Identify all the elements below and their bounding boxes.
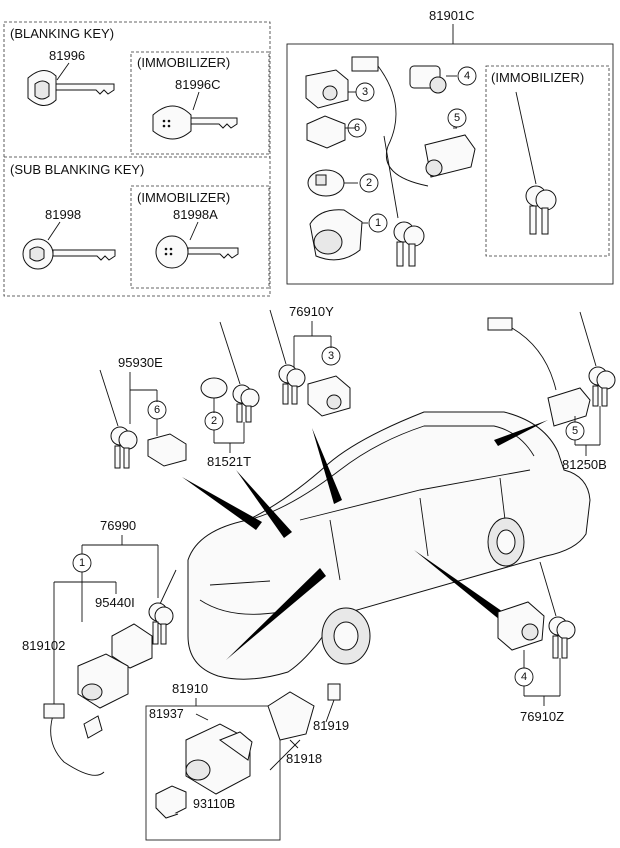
callout-1-a: 1 <box>368 213 388 233</box>
leader-wedge-1 <box>182 477 262 530</box>
svg-text:4: 4 <box>521 671 527 683</box>
key-set-icon-8 <box>539 561 576 659</box>
svg-text:2: 2 <box>211 415 217 427</box>
part-95440I: 95440I <box>95 595 135 610</box>
connector-harness-icon <box>351 56 429 187</box>
part-93110B: 93110B <box>193 797 235 811</box>
key-set-icon-2 <box>515 91 557 235</box>
ignition-assembly-icon <box>185 713 253 795</box>
key-81996-icon <box>27 62 115 106</box>
key-81998-icon <box>22 221 116 270</box>
callout-3-a: 3 <box>355 82 375 102</box>
part-81521T: 81521T <box>207 454 251 469</box>
immobilizer-label-2: (IMMOBILIZER) <box>137 190 230 205</box>
tailgate-lock-icon-2 <box>547 387 591 427</box>
svg-text:3: 3 <box>328 350 334 362</box>
svg-text:6: 6 <box>154 404 160 416</box>
door-lock-cylinder-icon-3 <box>497 601 545 651</box>
bezel-icon <box>267 691 315 771</box>
part-81910: 81910 <box>172 681 208 696</box>
svg-text:2: 2 <box>366 177 372 189</box>
cylinder-cap-icon <box>307 169 358 197</box>
svg-text:1: 1 <box>375 217 381 229</box>
door-lock-cylinder-icon <box>305 69 356 109</box>
ignition-lock-icon <box>309 209 368 261</box>
immobilizer-label-3: (IMMOBILIZER) <box>491 70 584 85</box>
leader-wedge-3 <box>312 428 342 504</box>
key-81998A-icon <box>155 221 239 269</box>
svg-text:6: 6 <box>354 122 360 134</box>
key-set-icon-4 <box>269 309 306 405</box>
kit-81901C-box <box>286 43 614 285</box>
callout-6-a: 6 <box>347 118 367 138</box>
callout-4-b: 4 <box>514 667 534 687</box>
part-819102: 819102 <box>22 638 65 653</box>
part-76990: 76990 <box>100 518 136 533</box>
car-illustration <box>187 411 591 680</box>
callout-4-a: 4 <box>457 66 477 86</box>
blanking-key-label: (BLANKING KEY) <box>10 26 114 41</box>
lock-switch-icon-2 <box>147 433 187 467</box>
callout-6-b: 6 <box>147 400 167 420</box>
callout-2-a: 2 <box>359 173 379 193</box>
trunk-lock-cylinder-icon <box>409 65 457 94</box>
callout-1-b: 1 <box>72 553 92 573</box>
leader-wedge-4 <box>494 420 548 446</box>
svg-text:3: 3 <box>362 86 368 98</box>
key-81996C-icon <box>152 91 238 140</box>
part-81919: 81919 <box>313 718 349 733</box>
connector-harness-icon-2 <box>487 317 557 391</box>
cylinder-cap-icon-2 <box>200 377 228 399</box>
svg-text:5: 5 <box>572 425 578 437</box>
key-set-icon-1 <box>383 135 425 267</box>
tailgate-lock-icon <box>424 127 476 178</box>
ignition-cylinder-icon <box>77 653 129 709</box>
part-81996: 81996 <box>49 48 85 63</box>
part-81998: 81998 <box>45 207 81 222</box>
callout-5-b: 5 <box>565 421 585 441</box>
part-81998A: 81998A <box>173 207 218 222</box>
immobilizer-module-icon <box>111 623 153 669</box>
antenna-coil-icon <box>43 703 105 776</box>
key-outer-box <box>3 21 271 297</box>
part-81918: 81918 <box>286 751 322 766</box>
switch-connector-icon <box>325 683 341 723</box>
leader-wedge-2 <box>236 470 292 538</box>
callout-2-b: 2 <box>204 411 224 431</box>
svg-text:1: 1 <box>79 557 85 569</box>
key-set-icon-6 <box>579 311 616 407</box>
callout-5-a: 5 <box>447 108 467 128</box>
key-set-icon-7 <box>148 569 177 645</box>
immobilizer-label-1: (IMMOBILIZER) <box>137 55 230 70</box>
leader-wedge-6 <box>414 550 506 620</box>
part-76910Y: 76910Y <box>289 304 334 319</box>
sub-blanking-key-label: (SUB BLANKING KEY) <box>10 162 144 177</box>
svg-text:5: 5 <box>454 112 460 124</box>
part-81250B: 81250B <box>562 457 607 472</box>
part-81996C: 81996C <box>175 77 221 92</box>
key-cylinder-icon <box>155 785 187 819</box>
part-95930E: 95930E <box>118 355 163 370</box>
part-81901C: 81901C <box>429 8 475 23</box>
svg-text:4: 4 <box>464 70 470 82</box>
part-81937: 81937 <box>149 707 184 721</box>
key-set-icon-3 <box>99 369 138 469</box>
kit-81910-box <box>145 705 281 841</box>
leader-wedge-5 <box>226 568 326 660</box>
lock-switch-icon <box>306 115 355 149</box>
door-lock-cylinder-icon-2 <box>307 375 351 417</box>
part-76910Z: 76910Z <box>520 709 564 724</box>
key-set-icon-5 <box>219 321 260 423</box>
callout-3-b: 3 <box>321 346 341 366</box>
immobilizer-box-3 <box>485 65 610 257</box>
